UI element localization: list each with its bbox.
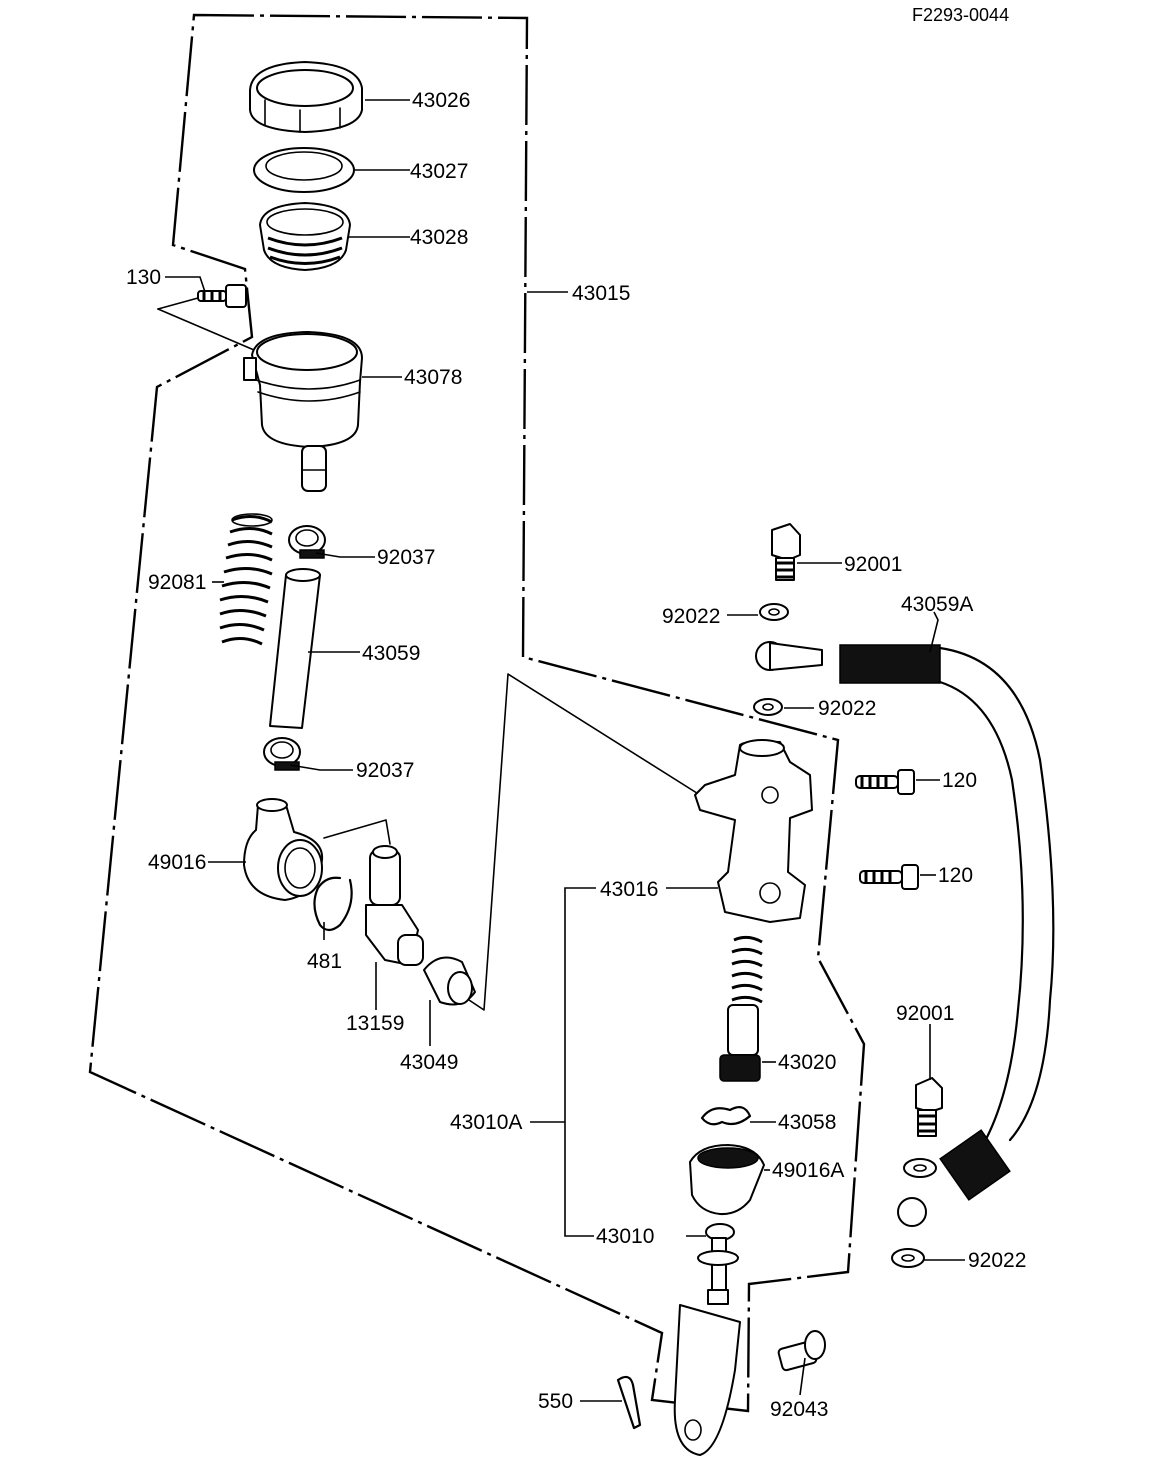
inner-outline [157,297,701,1011]
clip-43058 [700,1105,752,1126]
brake-hose-43059A [755,641,1055,1227]
label-92037-upper: 92037 [377,546,435,569]
bolt-120-upper [855,769,915,795]
label-92022-upper: 92022 [662,605,720,628]
label-92043: 92043 [770,1398,828,1421]
label-120-upper: 120 [942,769,977,792]
pin-92043 [777,1330,826,1372]
washer-middle [753,698,783,716]
label-481: 481 [307,950,342,973]
reservoir-body [243,331,363,492]
label-43010A: 43010A [450,1111,522,1134]
banjo-bolt-upper [771,523,801,581]
bolt-120-lower [859,864,919,890]
label-43026: 43026 [412,89,470,112]
label-43016: 43016 [600,878,658,901]
cotter-pin-550 [616,1375,642,1430]
label-43020: 43020 [778,1051,836,1074]
label-130: 130 [126,266,161,289]
label-43028: 43028 [410,226,468,249]
label-49016: 49016 [148,851,206,874]
reservoir-plate [259,202,351,271]
label-92022-middle: 92022 [818,697,876,720]
washer-lower-b [891,1248,925,1268]
hose-clamp-upper [288,525,326,559]
label-49016A: 49016A [772,1159,844,1182]
reservoir-hose [269,568,321,729]
label-92081: 92081 [148,571,206,594]
leader-lines [165,99,965,1402]
label-43058: 43058 [778,1111,836,1134]
boot-49016 [243,798,324,901]
callout-labels: 43026 43027 43028 43015 130 43078 92037 … [126,89,1026,1421]
label-43027: 43027 [410,160,468,183]
banjo-bolt-lower [915,1077,943,1137]
label-43078: 43078 [404,366,462,389]
label-550: 550 [538,1390,573,1413]
label-43015: 43015 [572,282,630,305]
reservoir-diaphragm [253,147,355,193]
washer-lower-a [903,1158,937,1178]
boot-49016A [689,1144,765,1216]
label-92022-lower: 92022 [968,1249,1026,1272]
sleeve-43049 [423,956,476,1006]
label-43059: 43059 [362,642,420,665]
push-rod-43010 [673,1223,741,1456]
reservoir-cap [249,61,363,133]
spring-92081 [219,513,273,646]
fitting-13159 [365,845,424,966]
label-92037-lower: 92037 [356,759,414,782]
label-120-lower: 120 [938,864,973,887]
piston-43020 [719,935,763,1082]
screw-130 [197,284,247,308]
figure-code: F2293-0044 [912,5,1009,25]
circlip-481 [313,876,353,932]
label-43049: 43049 [400,1051,458,1074]
cylinder-body-43016 [694,739,813,923]
label-92001-upper: 92001 [844,553,902,576]
label-13159: 13159 [346,1012,404,1035]
assembly-outline [88,13,866,1413]
label-92001-lower: 92001 [896,1002,954,1025]
label-43010: 43010 [596,1225,654,1248]
washer-upper [759,603,789,621]
label-43059A: 43059A [901,593,973,616]
